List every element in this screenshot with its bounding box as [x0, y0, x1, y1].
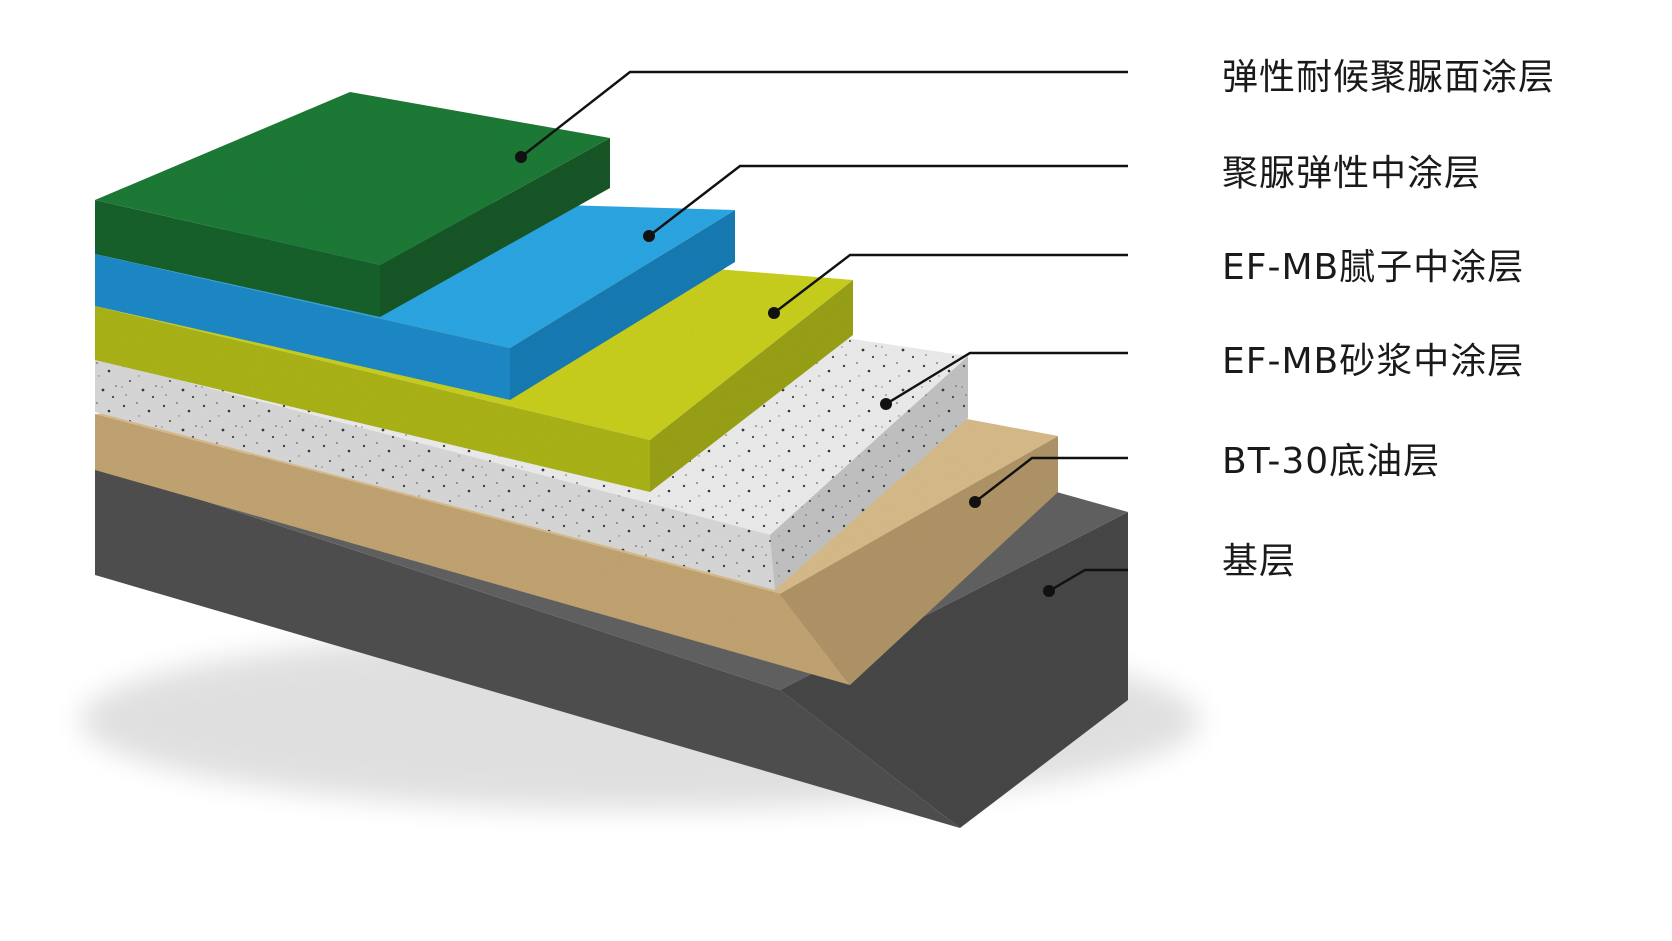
leader-lines [515, 70, 1128, 597]
slab-putty-side [650, 280, 853, 492]
leader-line-substrate [1048, 568, 1128, 593]
leader-dot-mortar [880, 398, 892, 410]
slab-putty-front [95, 306, 650, 492]
label-mortar: EF-MB砂浆中涂层 [1222, 341, 1525, 382]
leader-line-polyurea-mid [648, 164, 1128, 237]
slab-polyurea-mid-front [95, 254, 510, 400]
slab-topcoat-top [95, 92, 610, 265]
leader-line-topcoat [520, 70, 1128, 158]
slab-topcoat [95, 92, 610, 317]
label-polyurea-mid: 聚脲弹性中涂层 [1222, 153, 1482, 194]
leader-dot-putty [768, 307, 780, 319]
leader-dot-primer [969, 496, 981, 508]
slab-mortar-front-speckle [95, 358, 775, 590]
slab-substrate-side [780, 512, 1128, 828]
leader-dot-topcoat [515, 151, 527, 163]
slab-substrate-front [95, 465, 960, 828]
leader-dot-substrate [1043, 585, 1055, 597]
slab-primer-front [95, 414, 850, 685]
leader-line-mortar [885, 351, 1128, 406]
slab-stack [95, 92, 1128, 828]
slab-primer-side [780, 436, 1058, 685]
slab-topcoat-side [380, 138, 610, 317]
label-primer: BT-30底油层 [1222, 441, 1441, 482]
slab-topcoat-front [95, 200, 380, 317]
leader-line-putty [773, 253, 1128, 314]
slab-mortar-side-speckle [770, 356, 968, 590]
label-putty: EF-MB腻子中涂层 [1222, 247, 1525, 288]
leader-dot-polyurea-mid [643, 230, 655, 242]
leader-line-primer [974, 456, 1128, 503]
label-topcoat: 弹性耐候聚脲面涂层 [1222, 57, 1556, 98]
slab-polyurea-mid-side [510, 210, 735, 400]
label-substrate: 基层 [1222, 541, 1297, 582]
